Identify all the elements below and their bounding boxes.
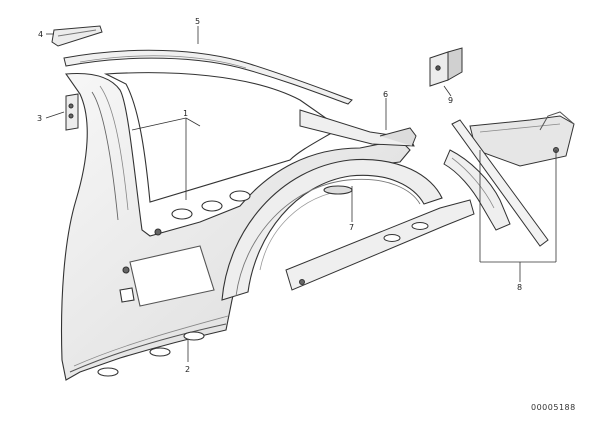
callout-7: 7 [349, 223, 354, 232]
part-4-bracket [51, 25, 103, 47]
part-5-roof-rail [63, 49, 353, 105]
part-3-plate [65, 93, 79, 131]
callouts: 4 5 3 9 6 1 7 8 2 [37, 17, 522, 374]
callout-8: 8 [517, 283, 522, 292]
callout-3: 3 [37, 114, 42, 123]
part-1-side-panel [60, 72, 411, 381]
document-id: 00005188 [531, 403, 576, 412]
callout-6: 6 [383, 90, 388, 99]
part-9-bracket [429, 47, 463, 87]
callout-5: 5 [195, 17, 200, 26]
part-6-reinforcement [299, 109, 417, 147]
leader-lines [45, 26, 557, 362]
part-8-rear-panel [285, 111, 575, 291]
callout-2: 2 [185, 365, 190, 374]
callout-4: 4 [38, 30, 43, 39]
callout-1: 1 [183, 109, 188, 118]
callout-9: 9 [448, 96, 453, 105]
part-7-wheel-arch [221, 158, 443, 301]
